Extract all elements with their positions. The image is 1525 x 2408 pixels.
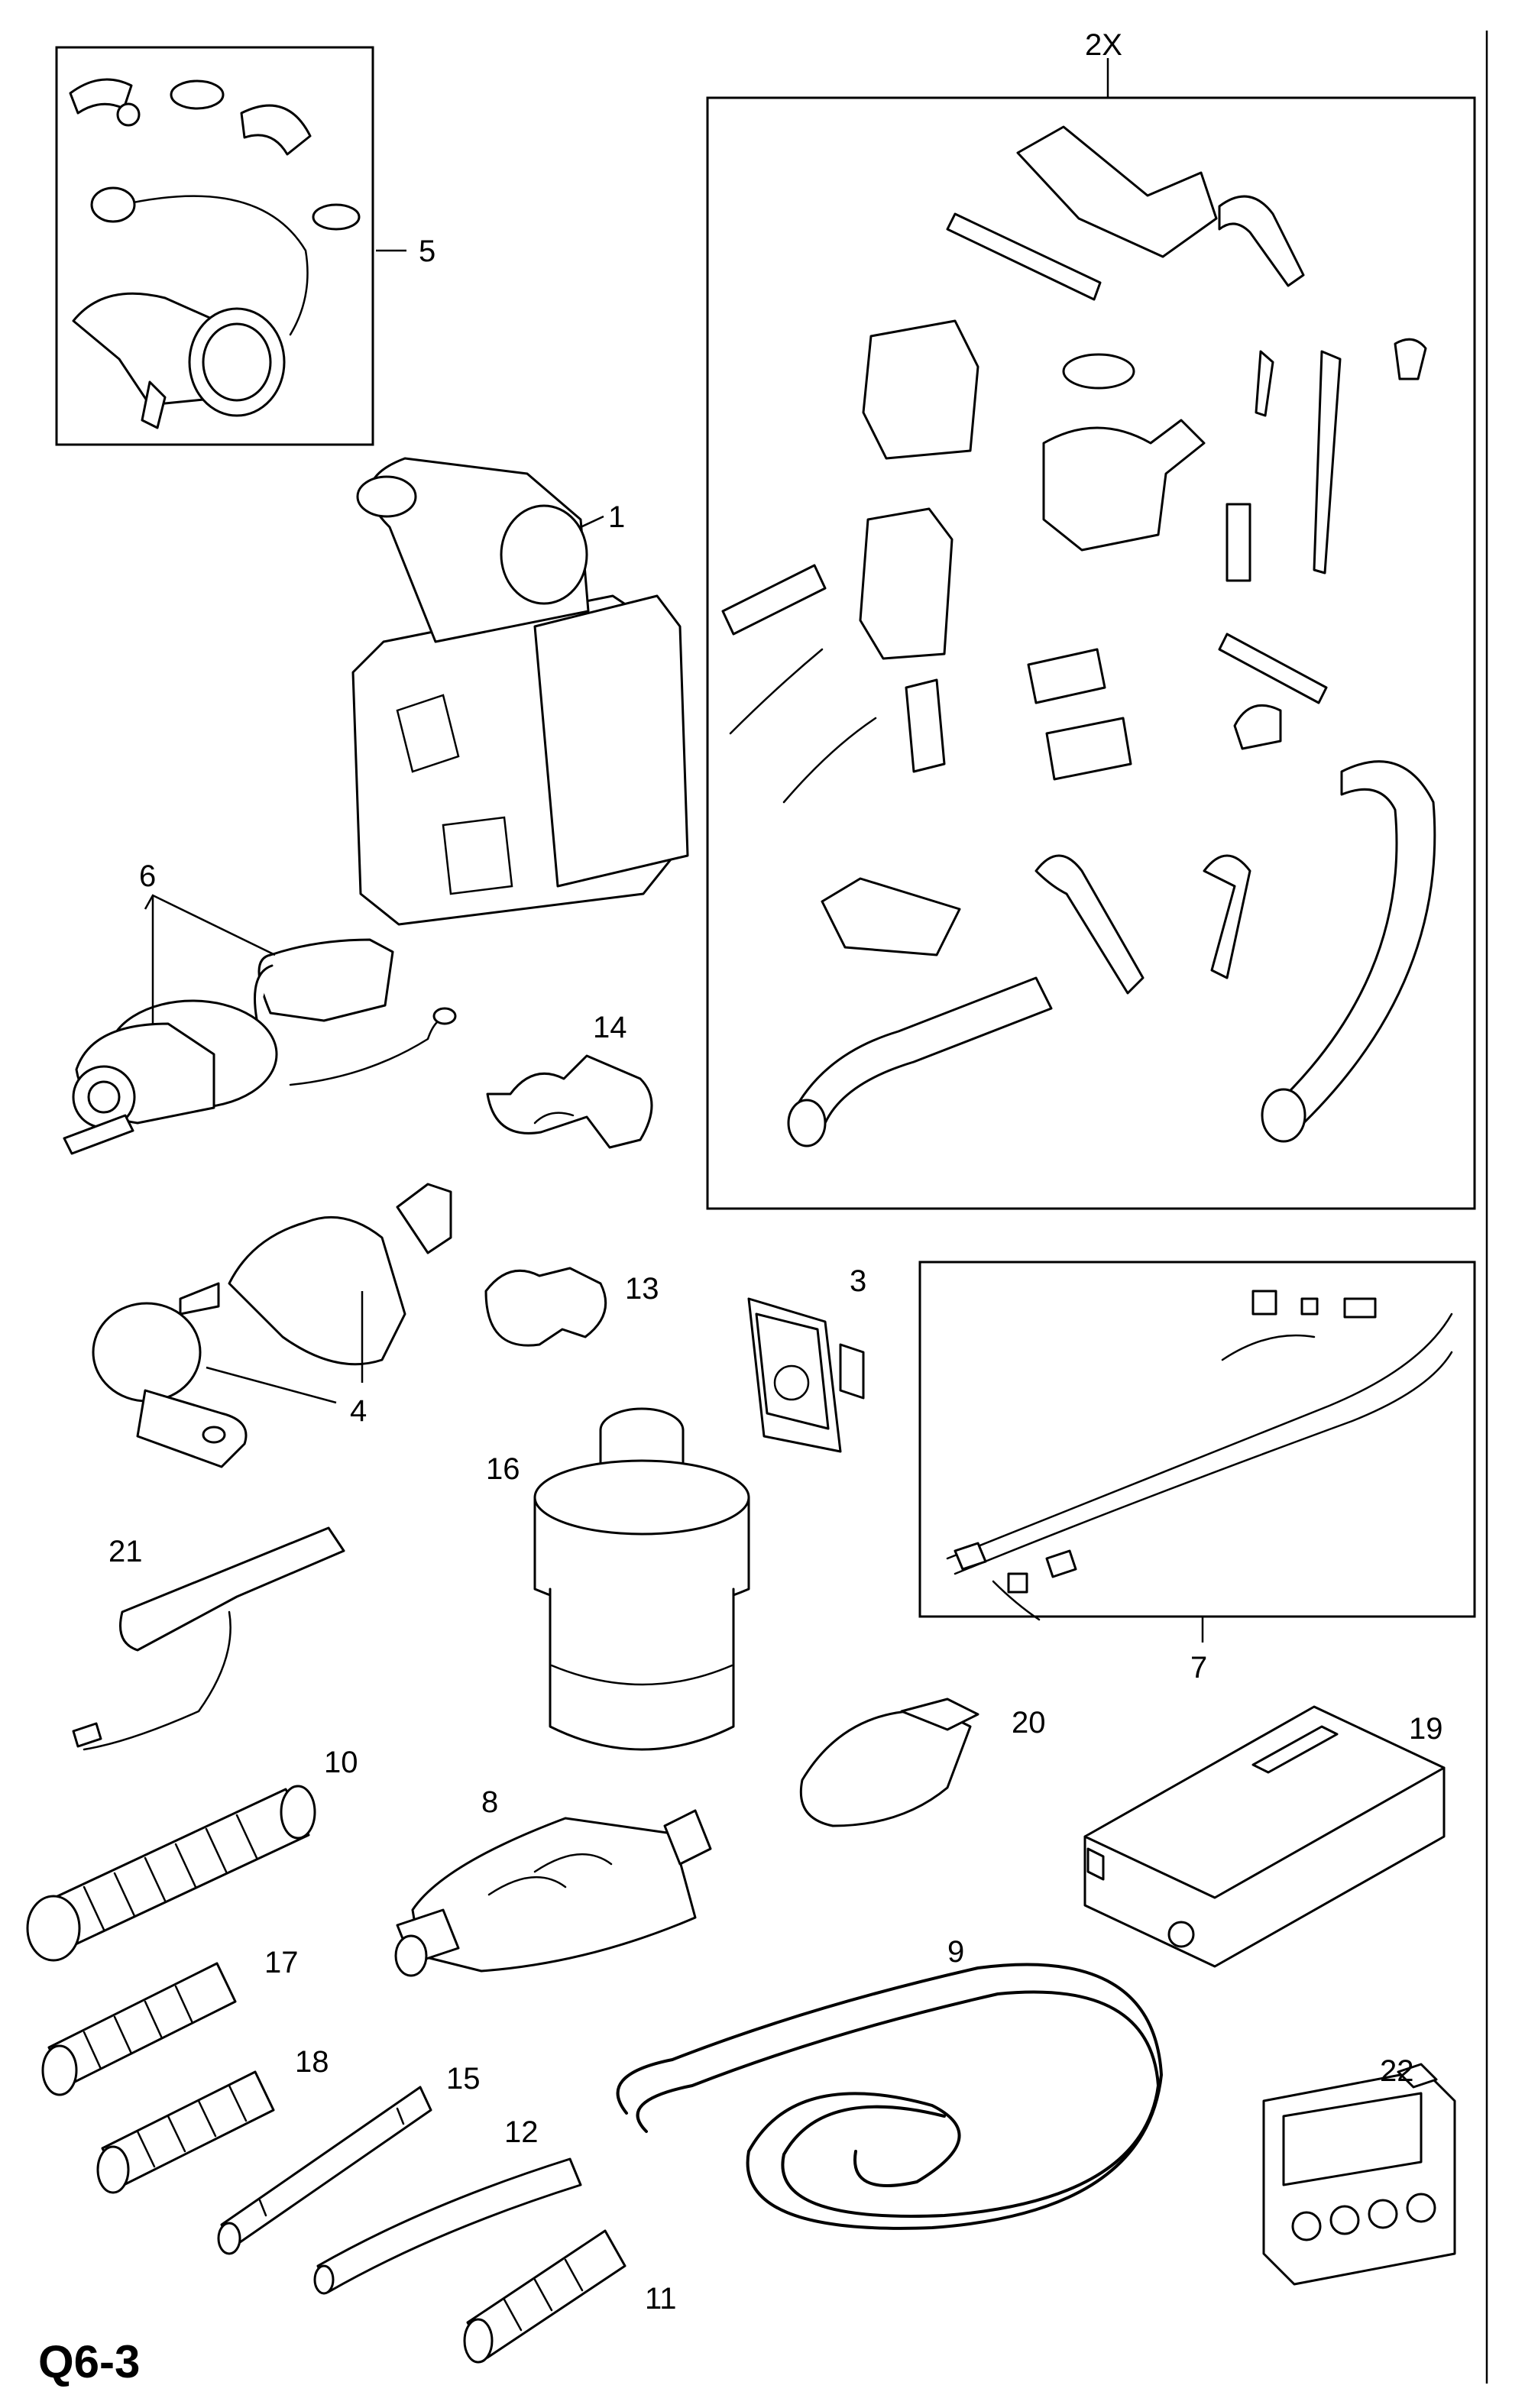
- part-19-control-unit-drawing: [1083, 1705, 1446, 1968]
- callout-15: 15: [446, 2062, 481, 2096]
- kit-2x-frame: [706, 96, 1476, 1210]
- callout-1: 1: [608, 500, 625, 534]
- part-7-harness-drawing: [946, 1290, 1453, 1621]
- part-4-leader-2: [206, 1366, 337, 1404]
- callout-22: 22: [1380, 2054, 1414, 2088]
- callout-13: 13: [625, 1272, 659, 1306]
- part-8-muffler-drawing: [394, 1809, 712, 1977]
- part-12-hose-drawing: [313, 2157, 582, 2295]
- callout-2x: 2X: [1085, 28, 1122, 62]
- part-11-hose-drawing: [463, 2229, 627, 2364]
- part-17-hose-drawing: [41, 1962, 237, 2096]
- part-18-hose-drawing: [96, 2070, 275, 2194]
- part-3-switch-drawing: [747, 1297, 865, 1453]
- part-15-tube-drawing: [217, 2086, 432, 2255]
- callout-9: 9: [947, 1935, 964, 1969]
- part-20-remote-drawing: [799, 1698, 979, 1827]
- part-6-leader: [144, 894, 276, 956]
- callout-4: 4: [350, 1394, 367, 1428]
- kit-2x-parts-drawing: [721, 125, 1436, 1147]
- callout-8: 8: [481, 1785, 498, 1819]
- part-9-coil-drawing: [616, 1963, 1164, 2230]
- part-6-fuel-pump-drawing: [63, 938, 457, 1155]
- part-10-hose-drawing: [26, 1785, 316, 1962]
- diagram-code: Q6-3: [38, 2336, 140, 2387]
- part-14-clip-drawing: [486, 1054, 653, 1149]
- part-4-pump-drawing: [92, 1183, 452, 1468]
- callout-21: 21: [108, 1535, 143, 1568]
- part-5-kit-drawing: [69, 78, 361, 429]
- part-22-timer-drawing: [1262, 2063, 1456, 2286]
- part-21-antenna-drawing: [72, 1526, 345, 1751]
- part-1-heater-drawing: [351, 457, 689, 926]
- callout-19: 19: [1409, 1712, 1443, 1746]
- callout-12: 12: [504, 2115, 539, 2149]
- callout-10: 10: [324, 1746, 358, 1779]
- callout-6: 6: [139, 859, 156, 893]
- harness-7-frame: [918, 1261, 1476, 1618]
- callout-5: 5: [419, 235, 435, 268]
- kit-5-frame: [55, 46, 374, 446]
- callout-17: 17: [264, 1946, 299, 1979]
- part-1-leader: [580, 515, 604, 529]
- callout-11: 11: [645, 2282, 677, 2316]
- callout-20: 20: [1012, 1706, 1046, 1740]
- part-13-clip-drawing: [484, 1267, 607, 1347]
- part-16-filter-drawing: [533, 1407, 750, 1751]
- callout-3: 3: [850, 1264, 866, 1298]
- callout-16: 16: [486, 1452, 520, 1486]
- callout-14: 14: [593, 1011, 627, 1044]
- callout-18: 18: [295, 2045, 329, 2079]
- callout-7: 7: [1190, 1651, 1207, 1685]
